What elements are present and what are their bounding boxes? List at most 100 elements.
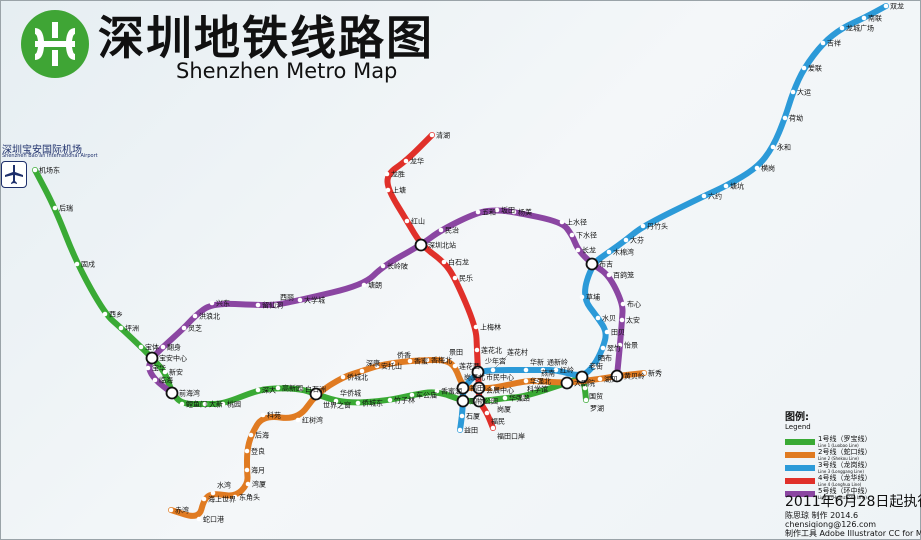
station-dot[interactable] [273,302,279,308]
station-dot[interactable] [442,357,448,363]
station-dot[interactable] [209,300,215,306]
station-dot[interactable] [723,183,729,189]
station-dot[interactable] [754,165,760,171]
station-dot[interactable] [52,205,58,211]
station-dot[interactable] [790,89,796,95]
station-dot[interactable] [403,158,409,164]
station-dot[interactable] [255,387,261,393]
station-dot[interactable] [606,249,612,255]
station-dot[interactable] [390,360,396,366]
station-dot[interactable] [511,209,517,215]
interchange-station[interactable] [472,381,486,395]
station-dot[interactable] [604,329,610,335]
station-dot[interactable] [333,398,339,404]
station-dot[interactable] [168,507,174,513]
station-dot[interactable] [295,417,301,423]
station-dot[interactable] [145,365,151,371]
interchange-station[interactable] [456,394,470,408]
station-dot[interactable] [474,347,480,353]
station-dot[interactable] [597,376,603,382]
station-dot[interactable] [220,401,226,407]
station-dot[interactable] [595,315,601,321]
station-dot[interactable] [489,397,495,403]
station-dot[interactable] [502,395,508,401]
station-dot[interactable] [244,467,250,473]
station-dot[interactable] [201,496,207,502]
station-dot[interactable] [374,363,380,369]
station-dot[interactable] [770,144,776,150]
station-dot[interactable] [181,325,187,331]
station-dot[interactable] [452,363,458,369]
station-dot[interactable] [429,132,435,138]
station-dot[interactable] [640,223,646,229]
interchange-station[interactable] [471,365,485,379]
station-dot[interactable] [559,219,565,225]
station-dot[interactable] [407,358,413,364]
station-dot[interactable] [553,367,559,373]
station-dot[interactable] [409,392,415,398]
station-dot[interactable] [569,232,575,238]
station-dot[interactable] [457,427,463,433]
station-dot[interactable] [473,324,479,330]
station-dot[interactable] [883,3,889,9]
interchange-station[interactable] [165,386,179,400]
station-dot[interactable] [820,40,826,46]
interchange-station[interactable] [575,370,589,384]
interchange-station[interactable] [456,381,470,395]
station-dot[interactable] [641,370,647,376]
station-dot[interactable] [260,412,266,418]
station-dot[interactable] [232,494,238,500]
station-dot[interactable] [297,297,303,303]
station-dot[interactable] [617,342,623,348]
station-dot[interactable] [801,65,807,71]
station-dot[interactable] [438,227,444,233]
station-dot[interactable] [475,209,481,215]
station-dot[interactable] [484,410,490,416]
interchange-station[interactable] [585,257,599,271]
station-dot[interactable] [340,374,346,380]
interchange-station[interactable] [309,387,323,401]
station-dot[interactable] [782,115,788,121]
station-dot[interactable] [424,357,430,363]
station-dot[interactable] [192,313,198,319]
station-dot[interactable] [523,378,529,384]
station-dot[interactable] [490,425,496,431]
station-dot[interactable] [520,394,526,400]
station-dot[interactable] [384,171,390,177]
interchange-station[interactable] [472,394,486,408]
station-dot[interactable] [255,302,261,308]
station-dot[interactable] [244,448,250,454]
station-dot[interactable] [434,388,440,394]
station-dot[interactable] [202,401,208,407]
station-dot[interactable] [591,363,597,369]
station-dot[interactable] [583,397,589,403]
station-dot[interactable] [490,385,496,391]
station-dot[interactable] [102,311,108,317]
station-dot[interactable] [248,432,254,438]
station-dot[interactable] [275,385,281,391]
station-dot[interactable] [579,294,585,300]
station-dot[interactable] [361,282,367,288]
station-dot[interactable] [152,377,158,383]
station-dot[interactable] [523,367,529,373]
station-dot[interactable] [387,397,393,403]
station-dot[interactable] [196,516,202,522]
station-dot[interactable] [623,237,629,243]
station-dot[interactable] [459,413,465,419]
station-dot[interactable] [298,386,304,392]
station-dot[interactable] [162,369,168,375]
station-dot[interactable] [245,481,251,487]
station-dot[interactable] [385,187,391,193]
station-dot[interactable] [861,15,867,21]
station-dot[interactable] [606,272,612,278]
station-dot[interactable] [138,344,144,350]
station-dot[interactable] [179,401,185,407]
station-dot[interactable] [494,207,500,213]
station-dot[interactable] [839,25,845,31]
interchange-station[interactable] [560,376,574,390]
station-dot[interactable] [701,193,707,199]
interchange-station[interactable] [610,369,624,383]
station-dot[interactable] [359,368,365,374]
station-dot[interactable] [534,378,540,384]
station-dot[interactable] [600,345,606,351]
